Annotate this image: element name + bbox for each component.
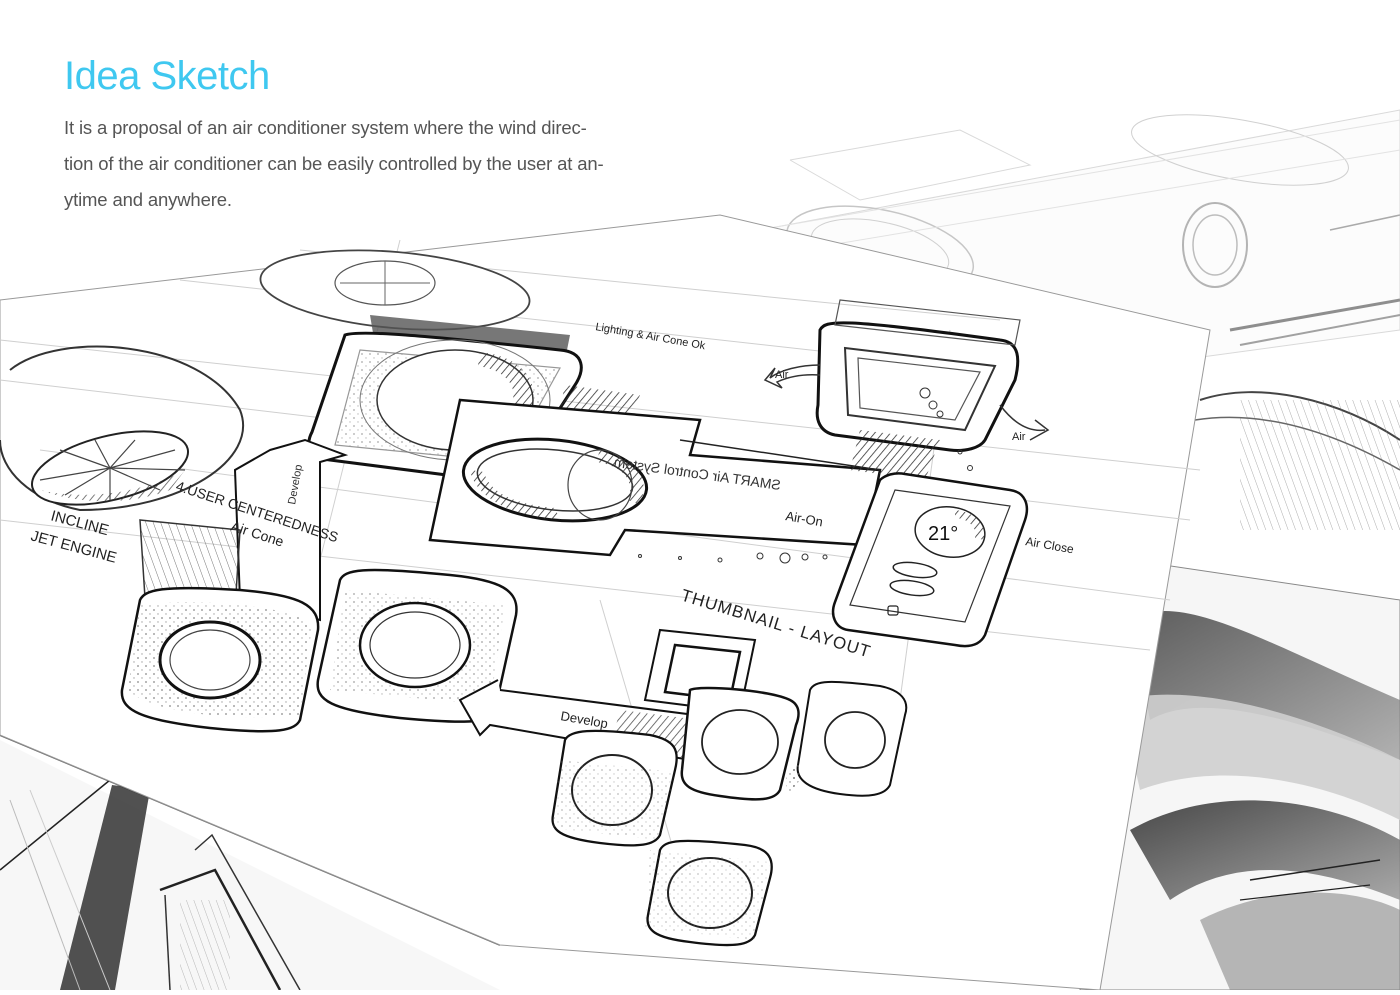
label-air-right: Air <box>1012 431 1026 443</box>
jet-engine-sketch <box>0 345 244 512</box>
intro-section: Idea Sketch It is a proposal of an air c… <box>64 52 704 218</box>
thumbnail-cluster <box>551 628 908 947</box>
main-sketch-sheet: SMART Air Control System <box>0 214 1211 991</box>
description: It is a proposal of an air conditioner s… <box>64 110 704 218</box>
thumbnail-large-left <box>120 586 320 733</box>
description-line: It is a proposal of an air conditioner s… <box>64 117 587 138</box>
background-sheet-lower-right <box>1079 391 1400 991</box>
background-sheet-lower-left <box>0 734 501 991</box>
description-line: ytime and anywhere. <box>64 189 232 210</box>
label-air-on: Air-On <box>784 508 824 529</box>
description-line: tion of the air conditioner can be easil… <box>64 153 604 174</box>
phone-display-text: 21° <box>928 523 958 545</box>
ceiling-ac-sketch <box>763 299 1050 480</box>
ring-device-sketch: SMART Air Control System <box>428 398 882 557</box>
phone-sketch: 21° <box>831 472 1029 648</box>
page-title: Idea Sketch <box>64 54 270 98</box>
dotted-path <box>638 449 973 564</box>
label-air-left: Air <box>775 369 789 381</box>
thumbnail-large-right <box>316 568 518 723</box>
